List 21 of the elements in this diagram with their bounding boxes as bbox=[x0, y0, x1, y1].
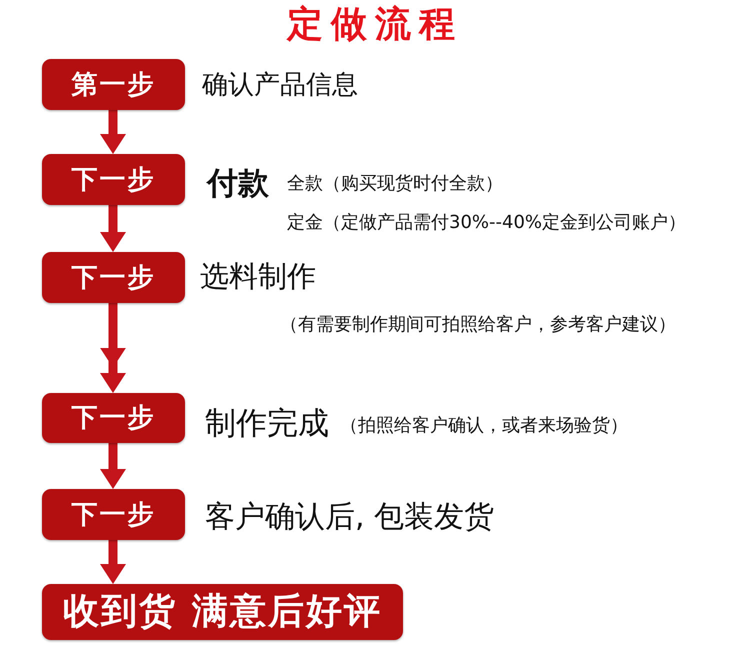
diagram-title: 定做流程 bbox=[286, 2, 464, 46]
step-title: 选料制作 bbox=[200, 258, 316, 294]
step-box: 下一步 bbox=[42, 489, 185, 540]
step-title: 客户确认后, 包装发货 bbox=[205, 498, 494, 536]
step-note: 定金（定做产品需付30%--40%定金到公司账户） bbox=[287, 212, 686, 234]
step-box: 下一步 bbox=[42, 252, 185, 303]
arrow bbox=[100, 110, 126, 154]
arrow bbox=[100, 443, 126, 489]
arrow bbox=[100, 303, 126, 393]
arrow bbox=[100, 205, 126, 252]
step-title: 确认产品信息 bbox=[202, 68, 358, 102]
step-box: 收到货 满意后好评 bbox=[42, 584, 403, 640]
step-box: 第一步 bbox=[42, 59, 185, 110]
arrow bbox=[100, 540, 126, 584]
step-box: 下一步 bbox=[42, 154, 185, 205]
step-box: 下一步 bbox=[42, 393, 185, 443]
step-note: （有需要制作期间可拍照给客户，参考客户建议） bbox=[280, 314, 676, 336]
step-note: 全款（购买现货时付全款） bbox=[287, 172, 503, 196]
step-title: 制作完成 bbox=[205, 404, 329, 444]
step-note: （拍照给客户确认，或者来场验货） bbox=[340, 414, 628, 438]
step-title: 付款 bbox=[207, 164, 269, 204]
